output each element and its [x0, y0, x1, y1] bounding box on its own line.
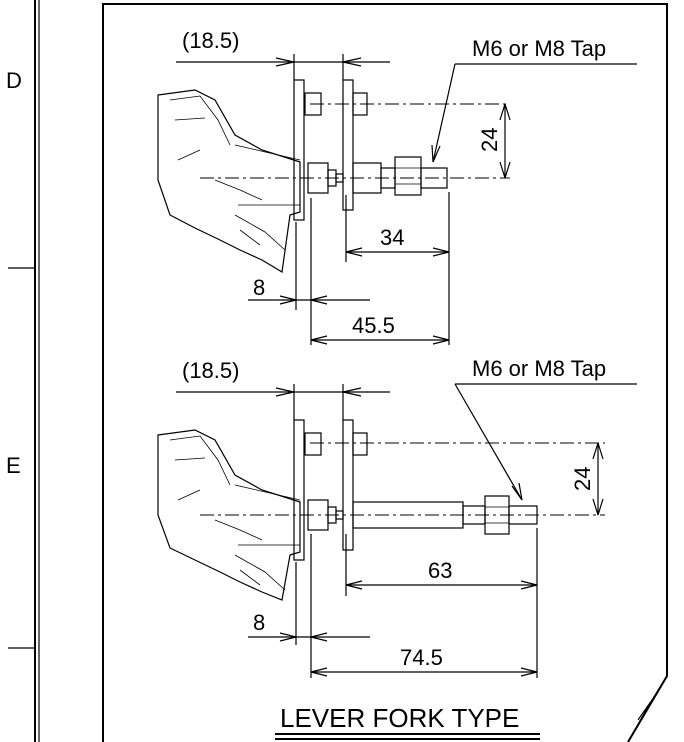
zone-label-e: E [6, 453, 21, 478]
bottom-tap-note: M6 or M8 Tap [472, 356, 606, 381]
top-dim-height: 24 [477, 128, 502, 152]
top-dim-a: 34 [380, 225, 404, 250]
top-dim-c: 45.5 [352, 313, 395, 338]
top-dim-offset: (18.5) [182, 28, 239, 53]
left-border [8, 0, 40, 742]
top-tap-note: M6 or M8 Tap [472, 36, 606, 61]
top-view [157, 54, 637, 345]
bottom-dim-c: 74.5 [400, 645, 443, 670]
bottom-dim-a: 63 [428, 558, 452, 583]
bottom-dim-offset: (18.5) [182, 358, 239, 383]
bottom-dim-b: 8 [253, 610, 265, 635]
bottom-view [157, 383, 637, 678]
top-dim-b: 8 [253, 275, 265, 300]
folded-corner [627, 675, 668, 742]
zone-label-d: D [6, 68, 22, 93]
sheet-frame [102, 3, 668, 742]
bottom-dim-height: 24 [570, 467, 595, 491]
drawing-title: LEVER FORK TYPE [280, 703, 519, 733]
